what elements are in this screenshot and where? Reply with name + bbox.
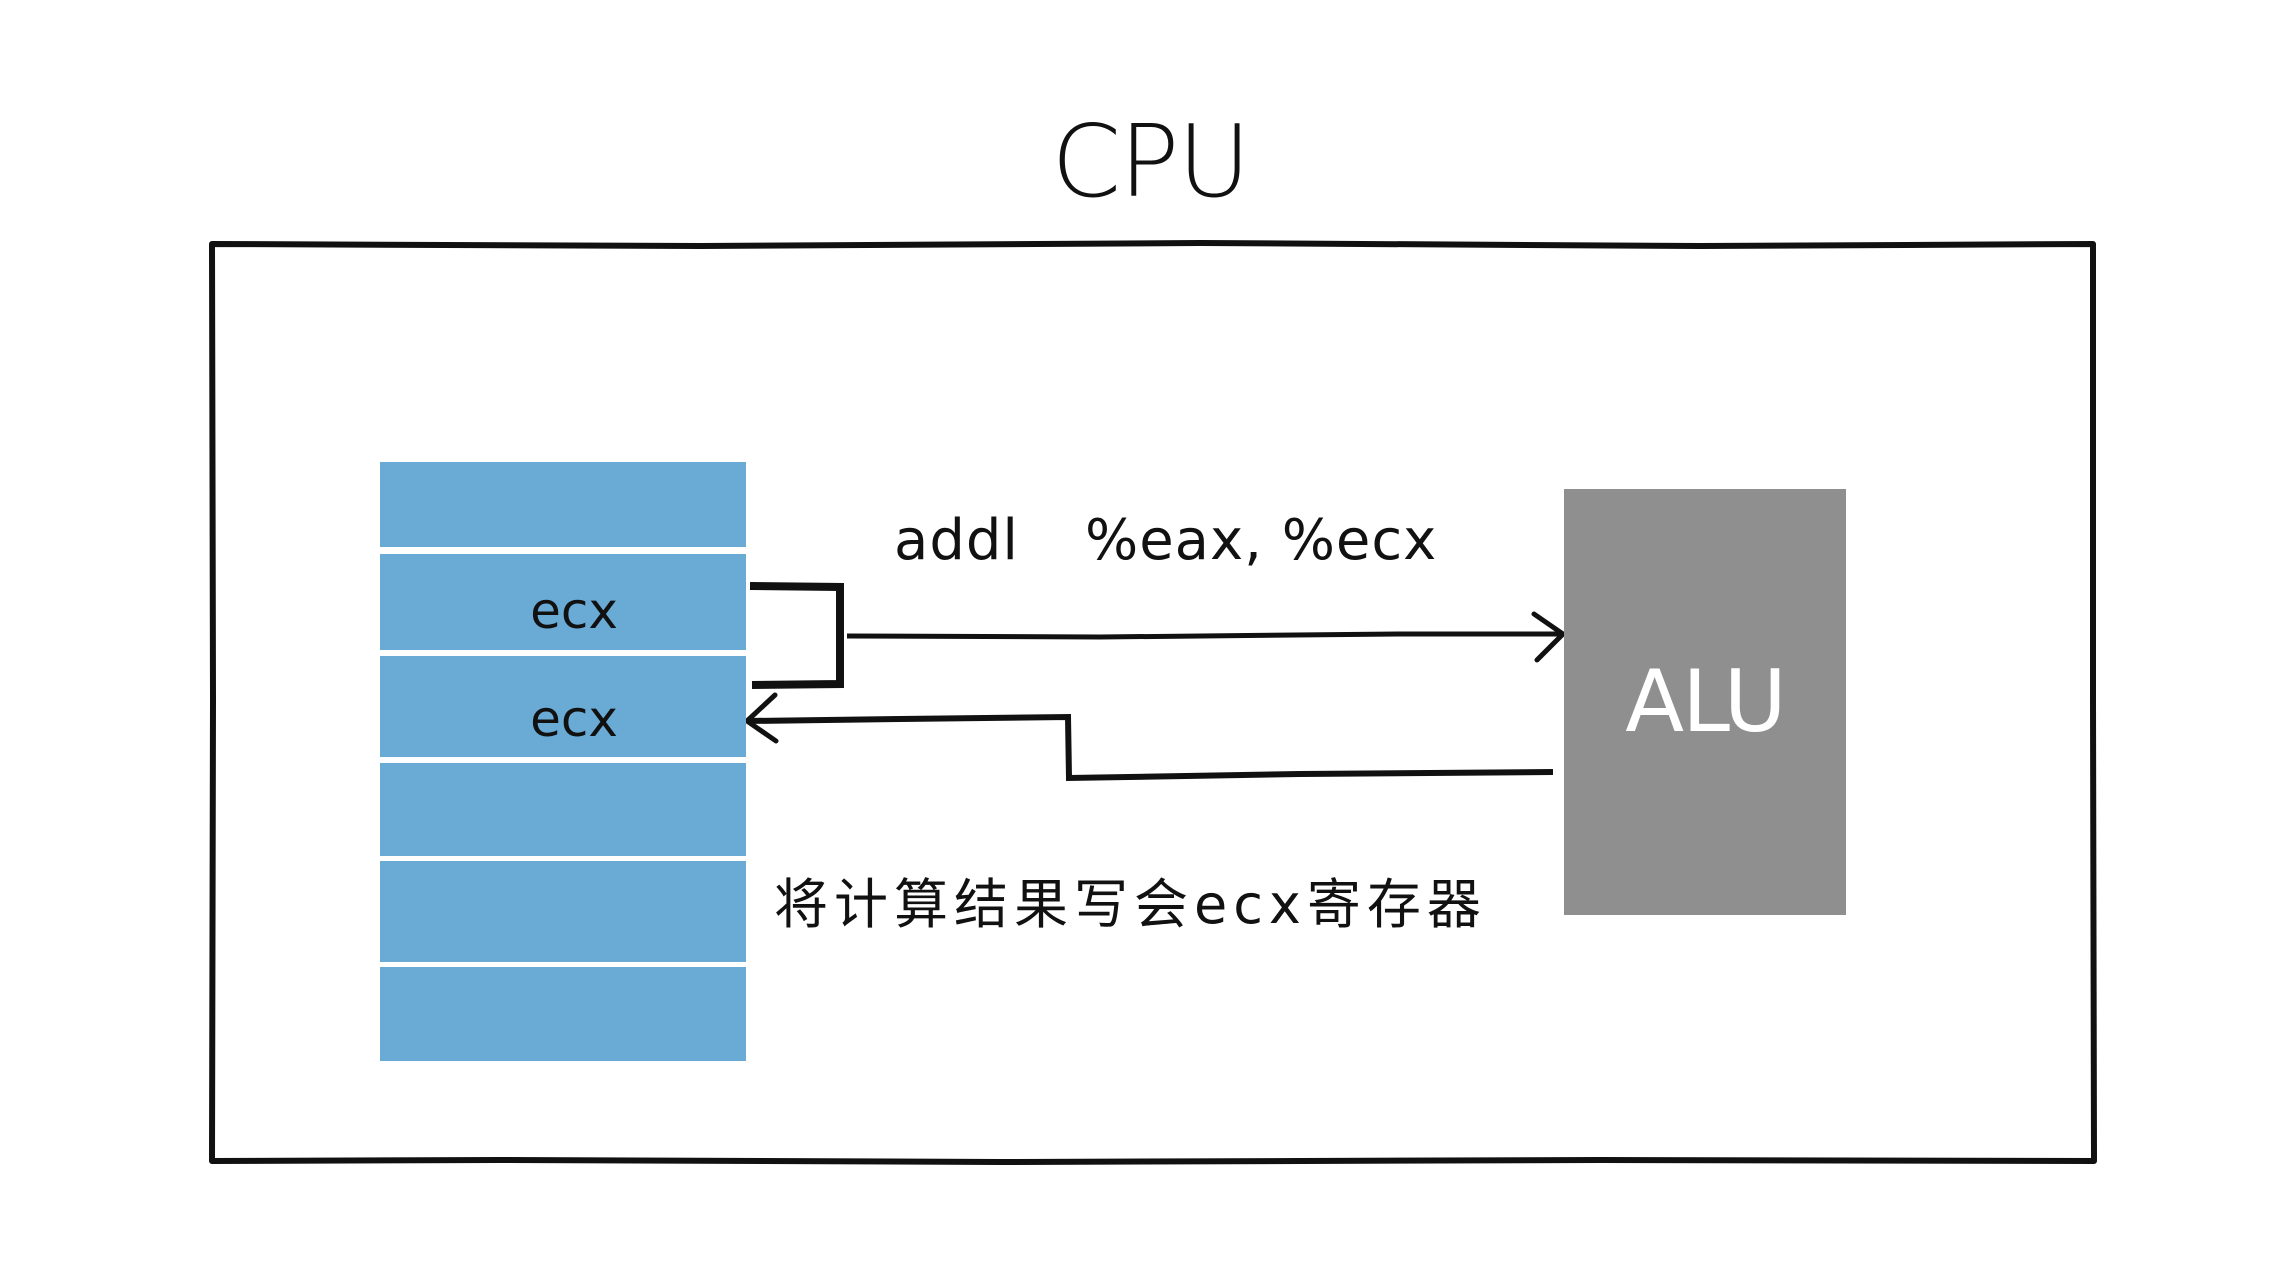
- register-row: [380, 861, 746, 962]
- return-arrow-line: [747, 713, 1554, 782]
- return-arrowhead-icon: [744, 692, 779, 744]
- instruction-operands: %eax, %ecx: [1085, 508, 1438, 573]
- alu-label: ALU: [1625, 652, 1786, 752]
- register-label: ecx: [530, 689, 618, 748]
- register-row: [380, 967, 746, 1061]
- alu-block: ALU: [1564, 489, 1846, 915]
- register-ecx-source: ecx: [380, 554, 746, 650]
- instruction-opcode: addl: [894, 508, 1019, 573]
- cpu-title: CPU: [1051, 103, 1250, 220]
- forward-arrowhead-icon: [1531, 611, 1566, 663]
- register-label: ecx: [530, 582, 618, 640]
- cpu-boundary-box: [209, 240, 2097, 1165]
- writeback-caption: 将计算结果写会ecx寄存器: [774, 873, 1487, 936]
- register-row: [380, 462, 746, 547]
- source-bracket: [749, 582, 844, 689]
- register-row: [380, 763, 746, 856]
- forward-arrow-line: [846, 631, 1562, 640]
- register-ecx-dest: ecx: [380, 656, 746, 757]
